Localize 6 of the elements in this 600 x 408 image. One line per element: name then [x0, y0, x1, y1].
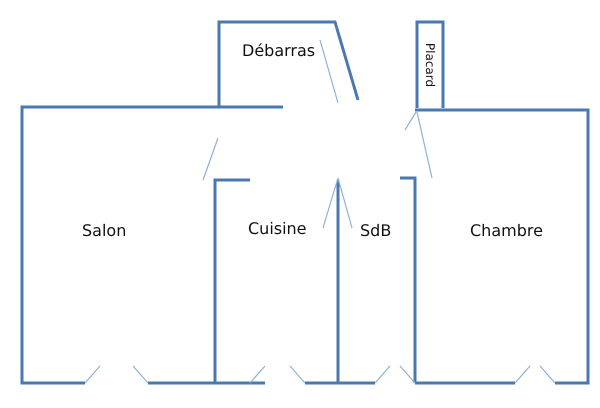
- room-label: Salon: [82, 220, 126, 240]
- room-label: Cuisine: [248, 218, 307, 238]
- room-label: Chambre: [470, 220, 543, 240]
- room-label: SdB: [360, 220, 392, 240]
- room-label: Placard: [423, 42, 438, 88]
- room-label: Débarras: [242, 40, 316, 60]
